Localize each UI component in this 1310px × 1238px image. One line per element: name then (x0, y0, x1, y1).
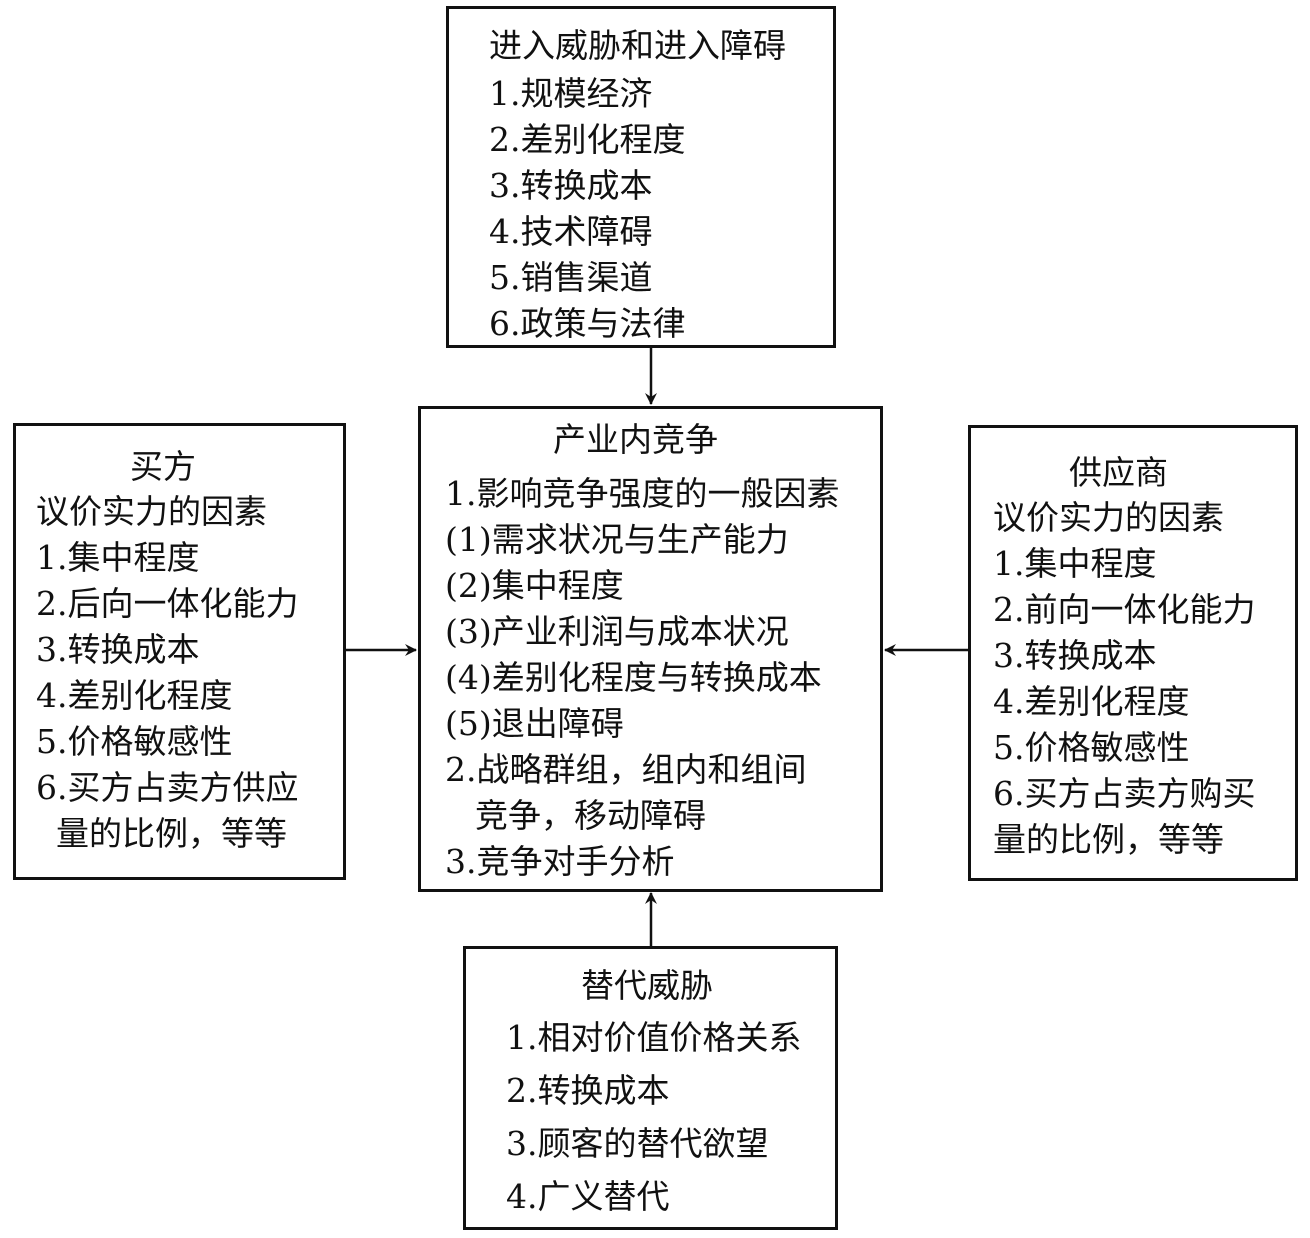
buyer-item: 2.后向一体化能力 (36, 584, 299, 623)
entry-threat-item: 5.销售渠道 (489, 258, 653, 297)
substitute-threat-box: 替代威胁 1.相对价值价格关系 2.转换成本 3.顾客的替代欲望 4.广义替代 (463, 946, 838, 1230)
substitute-threat-item: 2.转换成本 (506, 1071, 670, 1110)
industry-rivalry-item: (2)集中程度 (445, 566, 624, 605)
industry-rivalry-item: (4)差别化程度与转换成本 (445, 658, 822, 697)
supplier-box: 供应商 议价实力的因素 1.集中程度 2.前向一体化能力 3.转换成本 4.差别… (968, 425, 1298, 881)
industry-rivalry-title: 产业内竞争 (553, 420, 718, 459)
supplier-item: 3.转换成本 (993, 636, 1157, 675)
supplier-item: 1.集中程度 (993, 544, 1157, 583)
industry-rivalry-item: 2.战略群组，组内和组间 (445, 750, 807, 789)
supplier-item: 5.价格敏感性 (993, 728, 1190, 767)
industry-rivalry-item: 3.竞争对手分析 (445, 842, 675, 881)
entry-threat-item: 2.差别化程度 (489, 120, 686, 159)
buyer-box: 买方 议价实力的因素 1.集中程度 2.后向一体化能力 3.转换成本 4.差别化… (13, 423, 346, 880)
industry-rivalry-item: (1)需求状况与生产能力 (445, 520, 789, 559)
industry-rivalry-item: 1.影响竞争强度的一般因素 (445, 474, 840, 513)
substitute-threat-item: 3.顾客的替代欲望 (506, 1124, 769, 1163)
supplier-item: 量的比例，等等 (993, 820, 1224, 859)
buyer-item: 议价实力的因素 (36, 492, 267, 531)
entry-threat-item: 1.规模经济 (489, 74, 653, 113)
entry-threat-box: 进入威胁和进入障碍 1.规模经济 2.差别化程度 3.转换成本 4.技术障碍 5… (446, 6, 836, 348)
industry-rivalry-item: 竞争，移动障碍 (475, 796, 706, 835)
substitute-threat-item: 1.相对价值价格关系 (506, 1018, 802, 1057)
supplier-item: 2.前向一体化能力 (993, 590, 1256, 629)
supplier-item: 议价实力的因素 (993, 498, 1224, 537)
entry-threat-item: 3.转换成本 (489, 166, 653, 205)
entry-threat-title: 进入威胁和进入障碍 (489, 26, 786, 65)
supplier-title: 供应商 (1069, 453, 1168, 492)
supplier-item: 6.买方占卖方购买 (993, 774, 1256, 813)
substitute-threat-item: 4.广义替代 (506, 1177, 670, 1216)
buyer-title: 买方 (130, 447, 196, 486)
industry-rivalry-item: (3)产业利润与成本状况 (445, 612, 789, 651)
buyer-item: 量的比例，等等 (56, 814, 287, 853)
buyer-item: 1.集中程度 (36, 538, 200, 577)
industry-rivalry-item: (5)退出障碍 (445, 704, 624, 743)
buyer-item: 5.价格敏感性 (36, 722, 233, 761)
buyer-item: 3.转换成本 (36, 630, 200, 669)
entry-threat-item: 6.政策与法律 (489, 304, 686, 343)
industry-rivalry-box: 产业内竞争 1.影响竞争强度的一般因素 (1)需求状况与生产能力 (2)集中程度… (418, 406, 883, 892)
entry-threat-item: 4.技术障碍 (489, 212, 653, 251)
supplier-item: 4.差别化程度 (993, 682, 1190, 721)
buyer-item: 6.买方占卖方供应 (36, 768, 299, 807)
substitute-threat-title: 替代威胁 (581, 966, 713, 1005)
buyer-item: 4.差别化程度 (36, 676, 233, 715)
